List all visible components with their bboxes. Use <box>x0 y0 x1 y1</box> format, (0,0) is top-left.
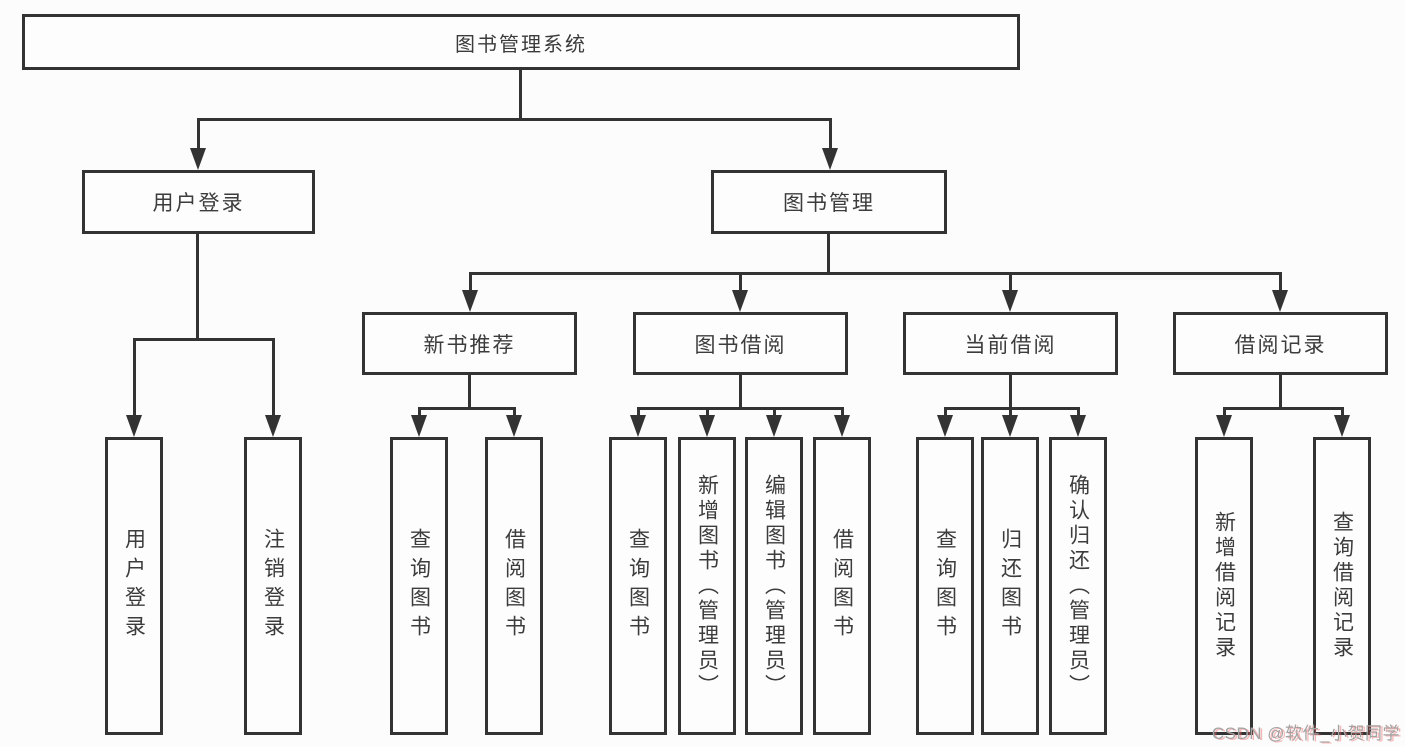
node-borrow-records: 借阅记录 <box>1173 312 1388 375</box>
leaf-rec-add-record: 新增借阅记录 <box>1195 437 1253 735</box>
leaf-cur-query-books: 查询图书 <box>916 437 974 735</box>
node-library-system: 图书管理系统 <box>22 14 1020 70</box>
connector-book-mgmt-stem <box>827 231 830 275</box>
connector-borrowing-branch <box>637 407 844 410</box>
arrow-to-book-management <box>822 118 838 170</box>
arrow-to-leaf-user-login <box>126 338 142 437</box>
connector-new-book-branch <box>418 407 516 410</box>
node-book-management: 图书管理 <box>711 170 947 234</box>
arrow-to-new-book-recommend <box>462 272 478 312</box>
leaf-bw-borrow-books: 借阅图书 <box>813 437 871 735</box>
arrow-cur-return <box>1002 407 1018 437</box>
arrow-rec-query <box>1334 407 1350 437</box>
leaf-bw-query-books: 查询图书 <box>609 437 667 735</box>
arrow-bw-borrow <box>834 407 850 437</box>
arrow-to-current-borrowing <box>1002 272 1018 312</box>
leaf-nb-query-books: 查询图书 <box>390 437 448 735</box>
node-book-borrowing: 图书借阅 <box>633 312 848 375</box>
connector-current-branch <box>944 407 1080 410</box>
arrow-nb-borrow <box>506 407 522 437</box>
node-user-login: 用户登录 <box>82 170 315 234</box>
csdn-watermark: CSDN @软件_小贺同学 <box>1211 724 1400 743</box>
connector-records-branch <box>1223 407 1344 410</box>
leaf-rec-query-record: 查询借阅记录 <box>1313 437 1371 735</box>
arrow-to-leaf-logout <box>265 338 281 437</box>
leaf-nb-borrow-books: 借阅图书 <box>485 437 543 735</box>
arrow-bw-edit <box>766 407 782 437</box>
connector-user-login-stem <box>196 231 199 341</box>
arrow-to-borrow-records <box>1272 272 1288 312</box>
leaf-user-login: 用户登录 <box>105 437 163 735</box>
connector-root-branch <box>197 118 831 121</box>
connector-records-stem <box>1279 372 1282 410</box>
arrow-cur-confirm <box>1070 407 1086 437</box>
connector-current-stem <box>1009 372 1012 410</box>
node-current-borrowing: 当前借阅 <box>903 312 1118 375</box>
connector-new-book-stem <box>468 372 471 410</box>
arrow-bw-query <box>630 407 646 437</box>
arrow-to-book-borrowing <box>732 272 748 312</box>
leaf-cur-confirm-return-admin: 确认归还（管理员） <box>1049 437 1107 735</box>
leaf-bw-edit-books-admin: 编辑图书（管理员） <box>745 437 803 735</box>
arrow-bw-add <box>699 407 715 437</box>
arrow-nb-query <box>411 407 427 437</box>
arrow-cur-query <box>937 407 953 437</box>
connector-borrowing-stem <box>739 372 742 410</box>
arrow-rec-add <box>1216 407 1232 437</box>
connector-user-login-branch <box>133 338 275 341</box>
leaf-cur-return-books: 归还图书 <box>981 437 1039 735</box>
node-new-book-recommend: 新书推荐 <box>362 312 577 375</box>
leaf-logout: 注销登录 <box>244 437 302 735</box>
leaf-bw-add-books-admin: 新增图书（管理员） <box>678 437 736 735</box>
arrow-to-user-login <box>190 118 206 170</box>
connector-book-mgmt-branch <box>469 272 1282 275</box>
connector-root-stem <box>519 68 522 121</box>
